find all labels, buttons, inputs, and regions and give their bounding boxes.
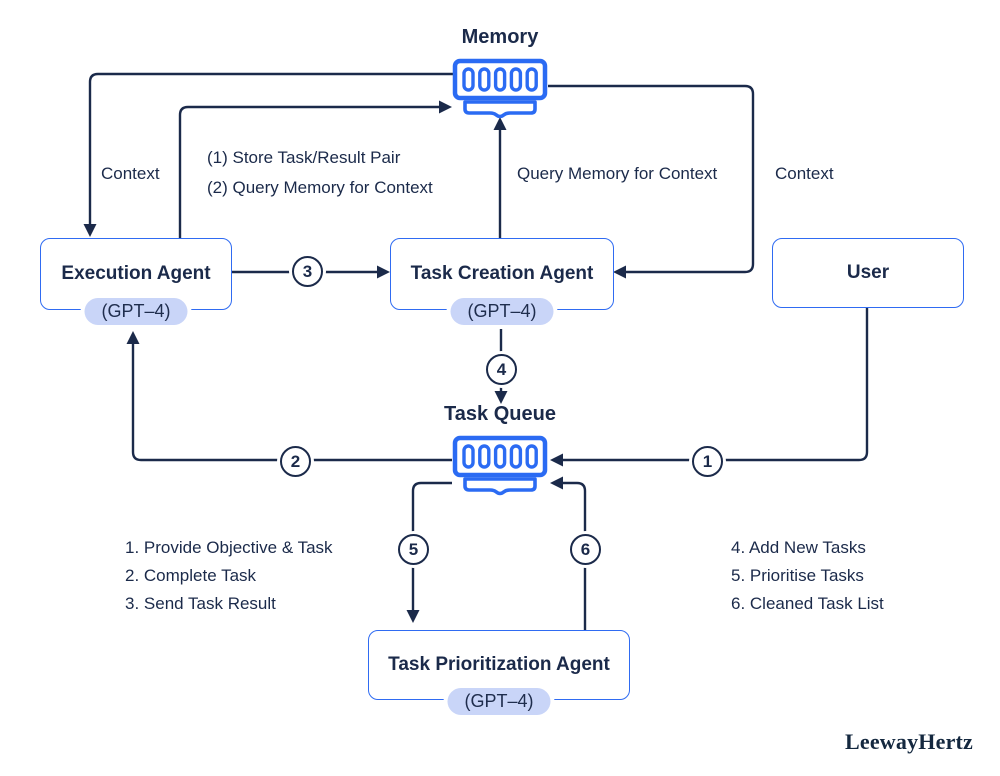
step-marker-5: 5 xyxy=(398,534,429,565)
store-pair-line: (1) Store Task/Result Pair xyxy=(207,148,401,167)
legend-left: 1. Provide Objective & Task 2. Complete … xyxy=(125,534,333,618)
legend-item: 6. Cleaned Task List xyxy=(731,594,884,613)
edge-prioritization-to-task-queue xyxy=(550,476,587,630)
query-memory-right-label: Query Memory for Context xyxy=(517,164,718,183)
task-queue-icon xyxy=(452,435,548,502)
task-prioritization-agent-label: Task Prioritization Agent xyxy=(388,654,610,675)
step-marker-4: 4 xyxy=(486,354,517,385)
legend-item: 4. Add New Tasks xyxy=(731,538,866,557)
edge-task-queue-to-execution-agent xyxy=(126,331,452,462)
query-memory-line: (2) Query Memory for Context xyxy=(207,178,433,197)
legend-item: 5. Prioritise Tasks xyxy=(731,566,864,585)
edge-memory-to-task-creation-agent xyxy=(548,84,755,279)
context-right-label: Context xyxy=(775,164,834,183)
execution-agent-label: Execution Agent xyxy=(61,263,211,284)
step-marker-2: 2 xyxy=(280,446,311,477)
legend-right: 4. Add New Tasks 5. Prioritise Tasks 6. … xyxy=(731,534,884,618)
leewayhertz-logo: LeewayHertz xyxy=(845,729,974,754)
step-marker-6: 6 xyxy=(570,534,601,565)
step-marker-3: 3 xyxy=(292,256,323,287)
memory-icon xyxy=(452,58,548,125)
execution-agent-model-badge: (GPT–4) xyxy=(84,298,188,325)
edge-execution-agent-to-memory xyxy=(178,100,452,238)
task-creation-agent-model-badge: (GPT–4) xyxy=(450,298,554,325)
node-execution-agent: Execution Agent (GPT–4) xyxy=(40,238,232,325)
task-prioritization-agent-model-badge: (GPT–4) xyxy=(447,688,551,715)
step-marker-1: 1 xyxy=(692,446,723,477)
node-task-creation-agent: Task Creation Agent (GPT–4) xyxy=(390,238,614,325)
context-left-label: Context xyxy=(101,164,160,183)
memory-title: Memory xyxy=(461,26,539,48)
edge-task-queue-to-prioritization xyxy=(406,481,452,623)
task-queue-title: Task Queue xyxy=(444,403,556,425)
user-label: User xyxy=(846,262,890,283)
node-task-prioritization-agent: Task Prioritization Agent (GPT–4) xyxy=(368,630,630,715)
node-user: User xyxy=(772,238,964,308)
legend-item: 3. Send Task Result xyxy=(125,594,276,613)
edge-user-to-task-queue xyxy=(550,306,869,467)
edge-memory-to-execution-agent xyxy=(83,72,453,237)
legend-item: 2. Complete Task xyxy=(125,566,257,585)
task-creation-agent-label: Task Creation Agent xyxy=(410,263,594,284)
legend-item: 1. Provide Objective & Task xyxy=(125,538,333,557)
store-query-label: (1) Store Task/Result Pair (2) Query Mem… xyxy=(207,143,433,203)
